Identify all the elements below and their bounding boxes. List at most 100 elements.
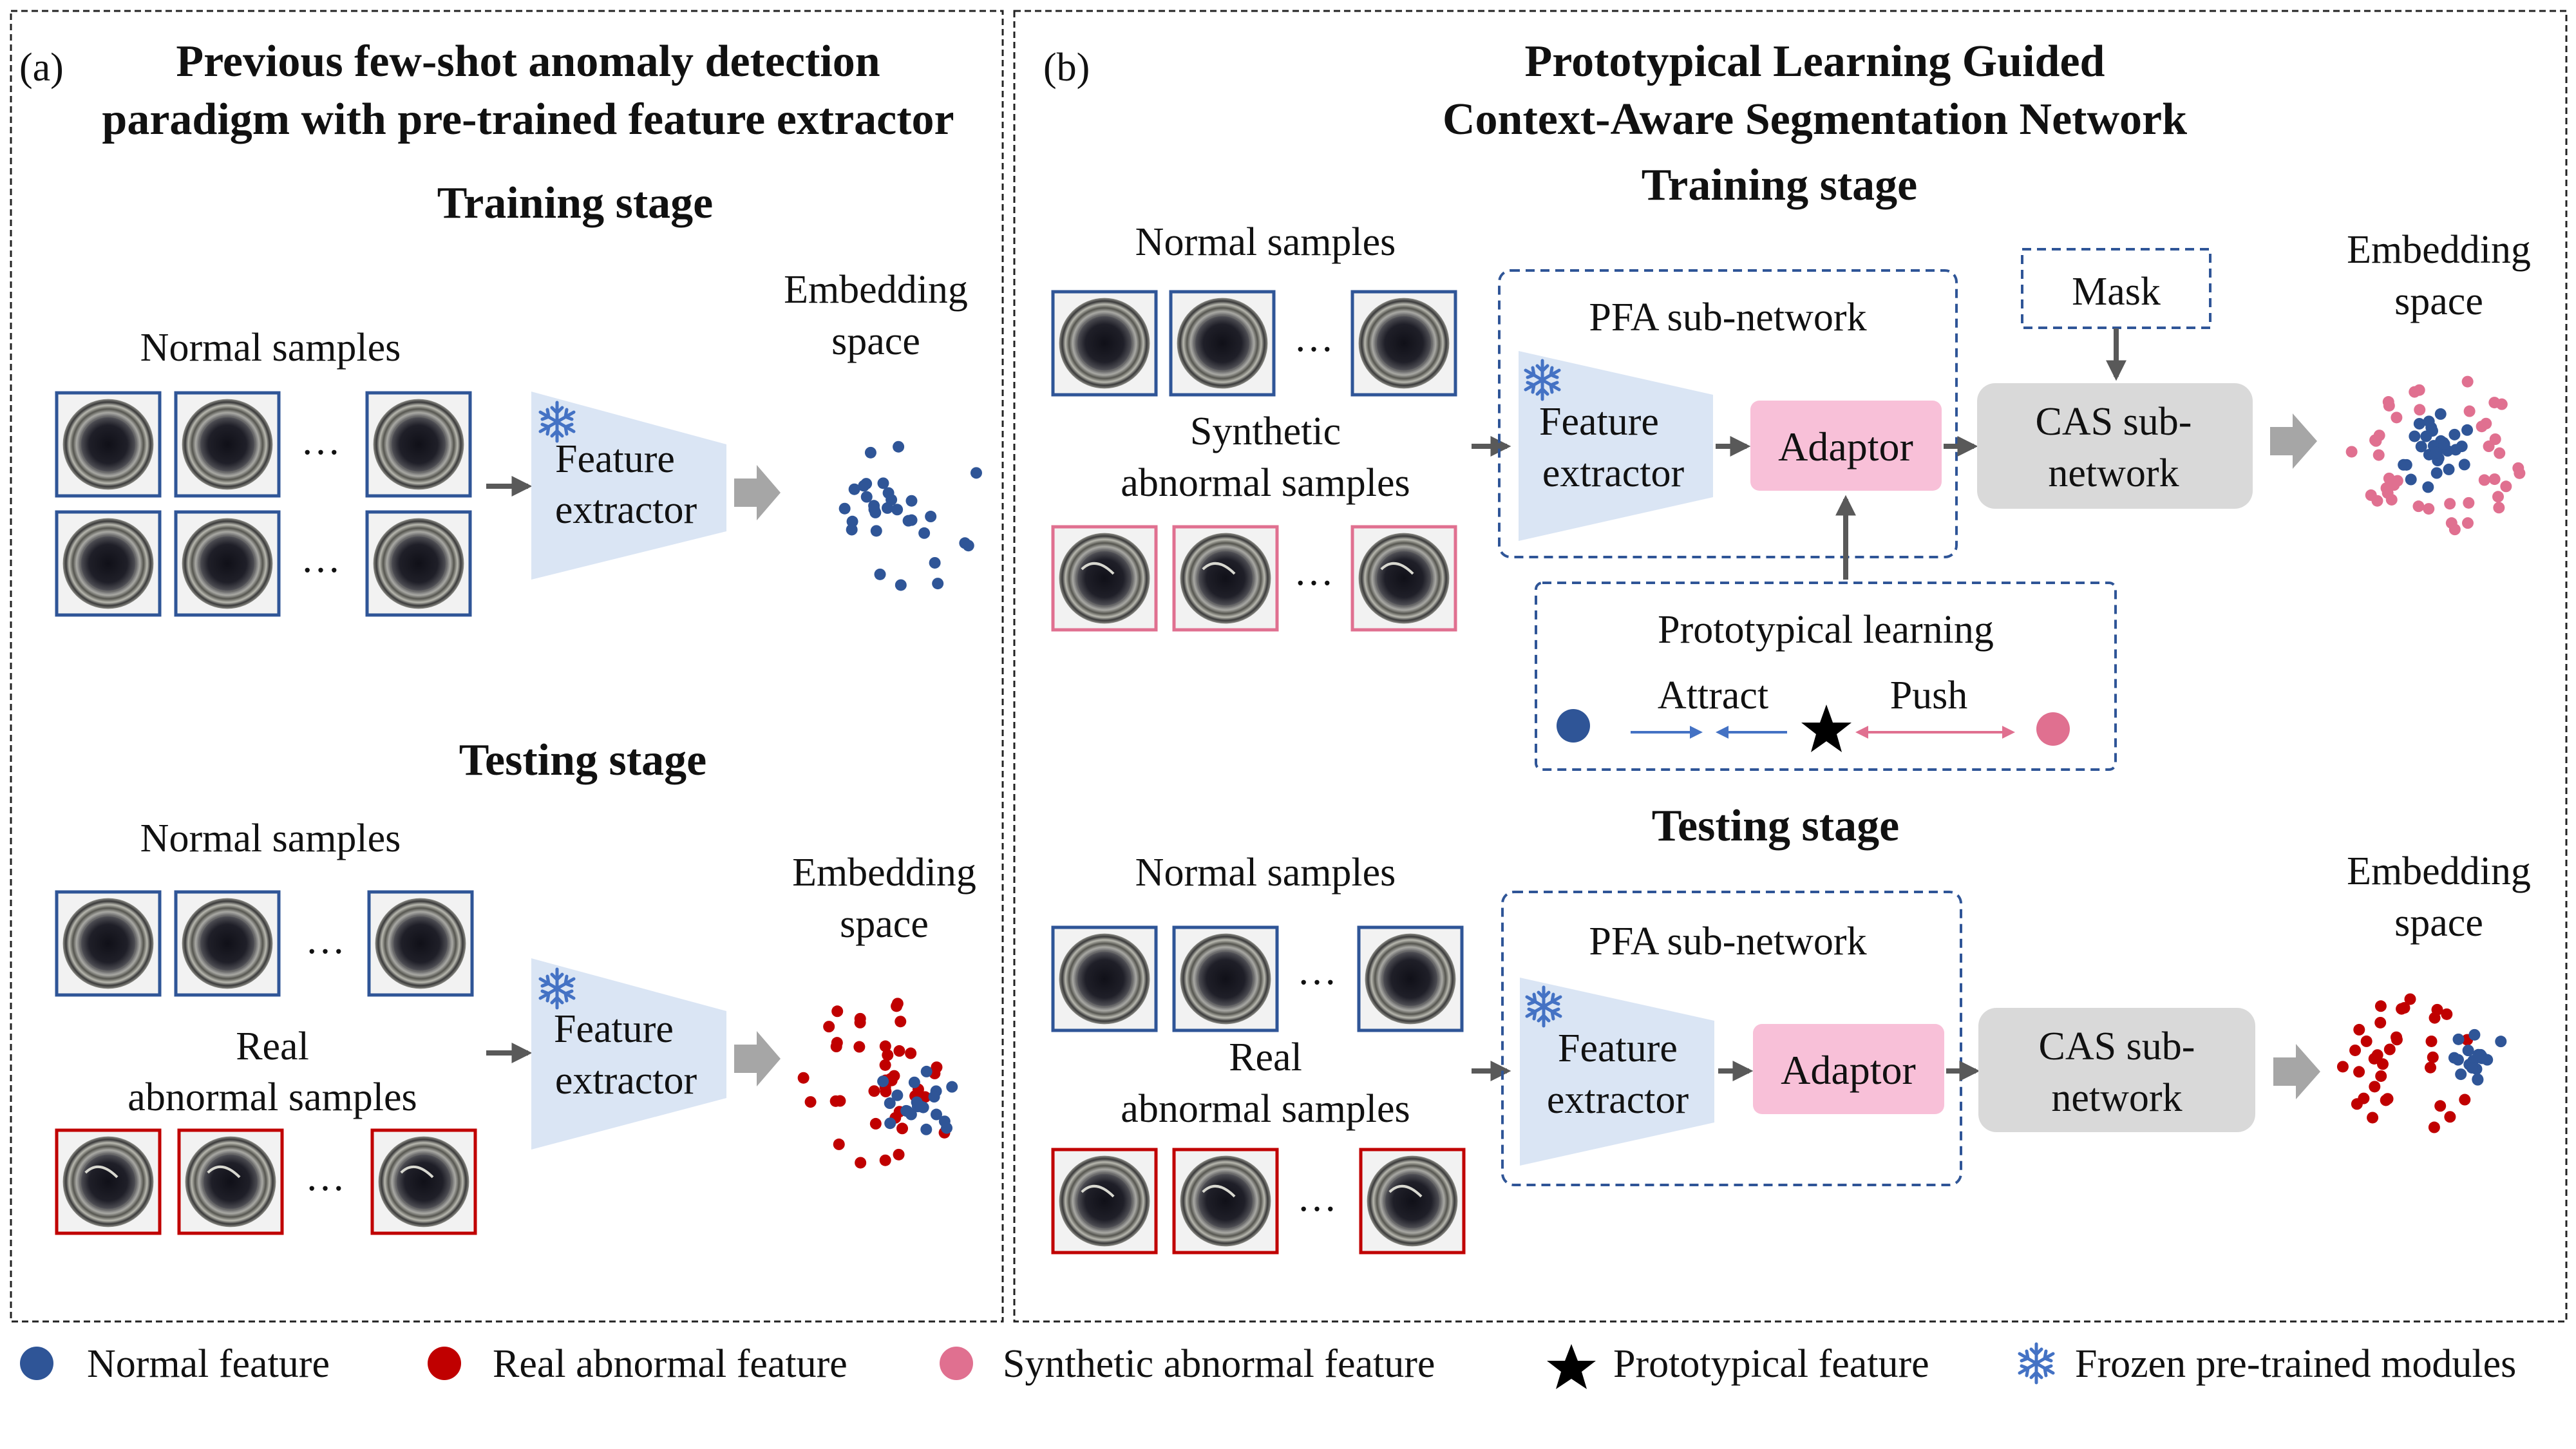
feature-point [2493,502,2505,514]
embedding-label-line2: space [840,902,929,946]
feature-point [2483,440,2495,453]
feature-point [970,467,982,479]
extractor-label-line1: Feature [1539,400,1659,444]
feature-point [2367,1112,2379,1124]
embedding-label-line1: Embedding [784,268,968,312]
feature-point [860,478,873,490]
prototypical-learning-title: Prototypical learning [1658,608,1994,652]
feature-point [833,1138,845,1150]
feature-point [2430,467,2443,479]
adaptor-block [1750,401,1942,491]
panel-a-title-line1: Previous few-shot anomaly detection [176,37,880,86]
extractor-label-line1: Feature [555,437,675,481]
extractor-label-line1: Feature [1558,1027,1678,1070]
mask-box [2021,248,2211,329]
feature-point [908,1076,920,1088]
sample-thumbnail [55,510,162,617]
feature-point [2422,481,2434,493]
feature-extractor-trapezoid [1519,351,1713,541]
feature-point [902,515,914,527]
cas-label-line1: CAS sub- [2039,1025,2195,1068]
feature-point [2488,397,2501,409]
feature-point [2374,1016,2387,1028]
feature-point [905,495,918,507]
sample-thumbnail [1350,525,1457,632]
feature-point [848,483,860,495]
feature-point [895,579,907,591]
cas-label-line1: CAS sub- [2036,400,2192,444]
normal-feature-dot [1557,709,1590,743]
push-label: Push [1890,674,1968,717]
feature-point [879,1154,891,1166]
feature-point [2358,1092,2370,1104]
feature-point [2443,463,2455,475]
feature-point [2353,1023,2365,1036]
ellipsis: … [301,419,341,463]
feature-point [2455,1068,2467,1081]
cas-label-line2: network [2048,451,2179,495]
sample-thumbnail [1051,290,1158,397]
feature-point [2383,1043,2396,1056]
legend-real-abnormal-label: Real abnormal feature [493,1342,848,1386]
panel-b-testing-abnormal-line2: abnormal samples [1121,1087,1410,1131]
feature-point [2336,1061,2349,1073]
embedding-scatter [2336,993,2507,1133]
feature-point [2461,517,2474,529]
feature-point [2472,1074,2484,1086]
feature-point [920,1123,933,1135]
feature-point [2369,434,2382,446]
feature-point [2444,1111,2456,1123]
feature-point [2365,489,2377,501]
legend-frozen-label: Frozen pre-trained modules [2075,1342,2516,1386]
feature-point [891,504,904,516]
panel-b-training-normal-label: Normal samples [1135,220,1396,264]
legend-snowflake-icon [2020,1344,2053,1383]
feature-point [877,477,889,489]
sample-thumbnail [1172,925,1279,1032]
extractor-label-line2: extractor [555,1059,697,1103]
feature-point [2382,396,2394,408]
sample-thumbnail [1172,1148,1279,1255]
feature-point [2452,1054,2464,1066]
panel-b-testing-abnormal-line1: Real [1229,1036,1302,1079]
feature-point [932,578,944,590]
embedding-label-line1: Embedding [792,851,976,895]
feature-point [893,1045,905,1057]
feature-point [879,1059,891,1071]
feature-point [2376,1058,2389,1070]
feature-point [2413,417,2425,430]
feature-point [918,527,931,539]
feature-point [2478,474,2490,486]
embedding-scatter [2345,375,2526,536]
embedding-scatter [838,440,982,591]
feature-point [2500,480,2512,493]
feature-point [915,1101,927,1113]
sample-thumbnail [174,391,281,498]
feature-point [2492,491,2505,503]
sample-thumbnail [1051,1148,1158,1255]
feature-extractor-trapezoid [1520,978,1714,1166]
feature-point [2374,1000,2387,1012]
pfa-subnetwork-label: PFA sub-network [1589,296,1866,339]
feature-point [879,1040,891,1052]
feature-point [2427,1051,2439,1063]
feature-point [929,556,941,569]
mask-label: Mask [2072,270,2161,314]
feature-point [855,1157,867,1169]
legend-real-abnormal-dot [428,1347,461,1380]
feature-point [2434,408,2447,420]
panel-a-testing-thumbnails [55,890,477,1235]
feature-point [2405,473,2417,486]
feature-point [2488,473,2501,486]
sample-thumbnail [1357,925,1464,1032]
feature-point [925,511,937,523]
sample-thumbnail [365,391,472,498]
legend-normal-dot [20,1347,53,1380]
adaptor-label: Adaptor [1778,424,1913,469]
feature-point [2444,498,2456,510]
panel-a-training-thumbnails [55,391,472,617]
feature-point [884,1097,896,1110]
feature-point [864,446,876,459]
feature-point [893,440,905,453]
embedding-label-line2: space [2394,279,2483,323]
